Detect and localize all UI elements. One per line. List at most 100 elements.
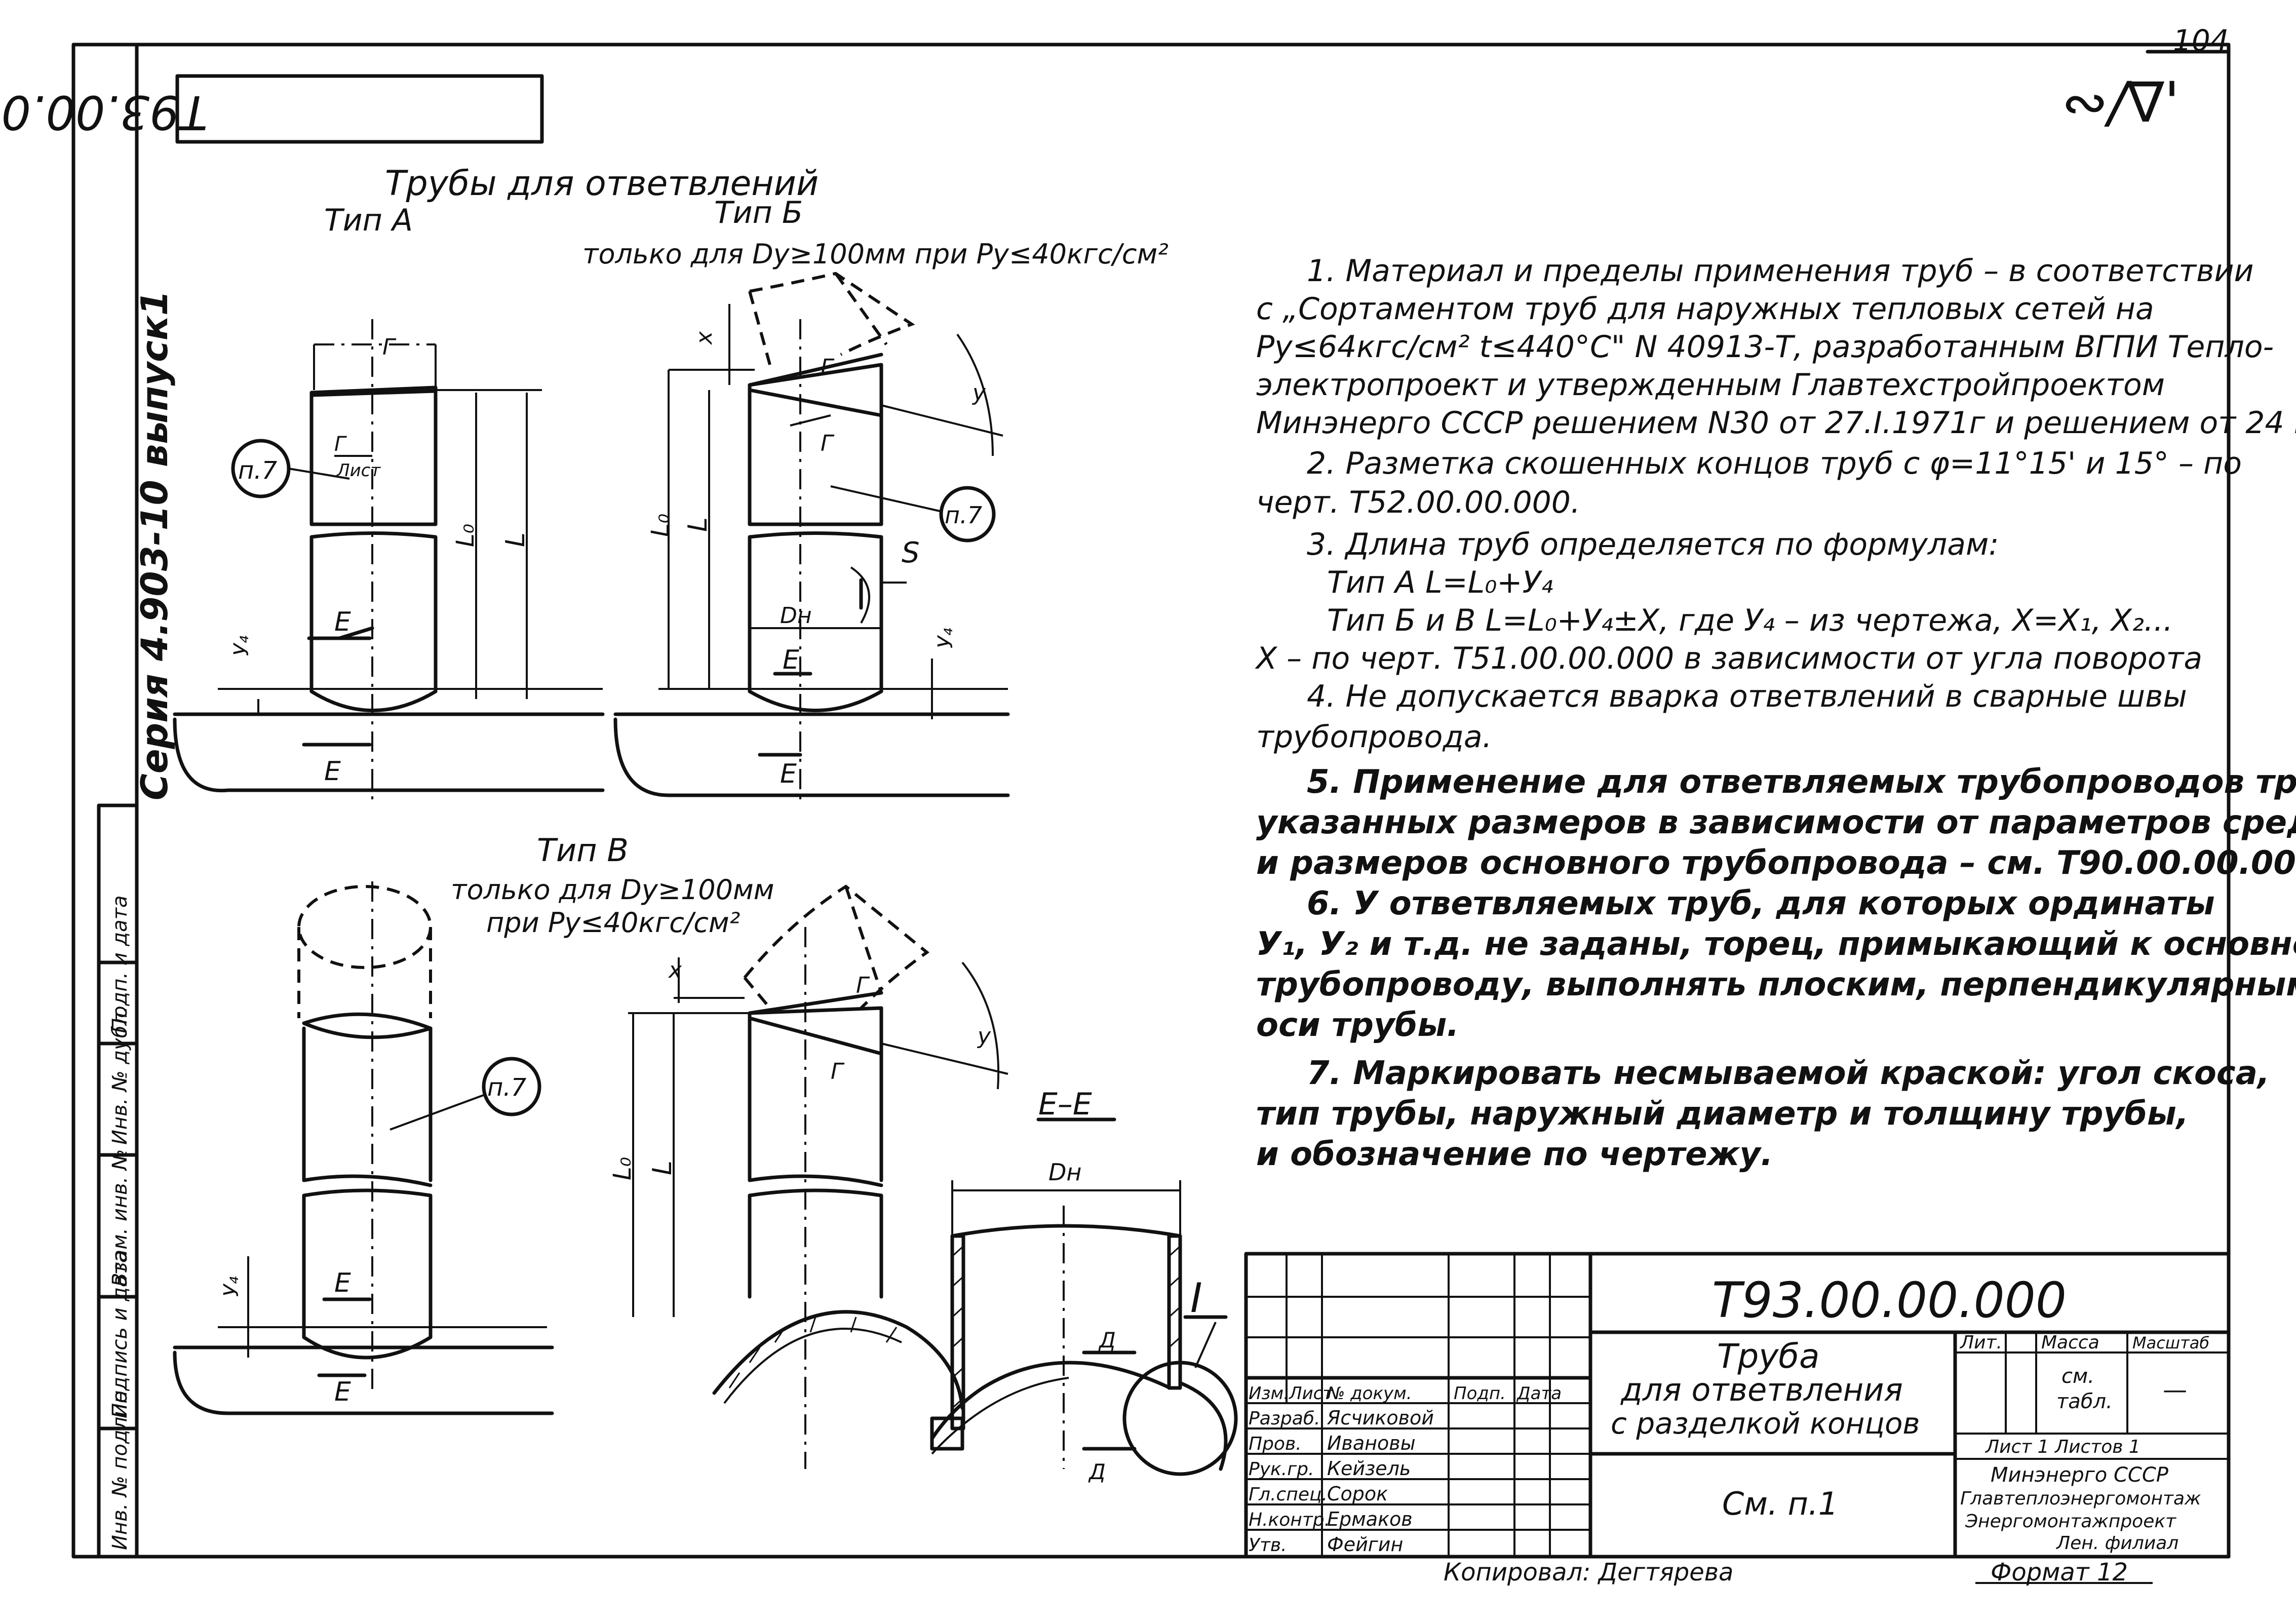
note-14: указанных размеров в зависимости от пара… [1256, 804, 2296, 841]
strip-label-3: Инв. № дубл. [108, 1006, 132, 1145]
svg-text:E: E [783, 645, 799, 675]
tb-mass-value-2: табл. [2056, 1390, 2113, 1413]
type-v-view: Тип В только для Dу≥100мм при Pу≤40кгс/с… [173, 832, 774, 1415]
note-0: 1. Материал и пределы применения труб – … [1307, 253, 2254, 289]
code-rotated: Т93.00.00.000 [0, 85, 208, 139]
svg-text:E: E [334, 1377, 351, 1407]
tb-org-4: Лен. филиал [2055, 1533, 2178, 1554]
tb-name-2: Кейзель [1327, 1457, 1411, 1480]
svg-text:Д: Д [1098, 1328, 1116, 1352]
svg-text:Г: Г [831, 1059, 845, 1085]
part-ref-v: п.7 [487, 1073, 527, 1102]
tb-scale-value: — [2163, 1376, 2187, 1404]
note-21: тип трубы, наружный диаметр и толщину тр… [1256, 1095, 2189, 1133]
tb-header-4: Дата [1516, 1383, 1562, 1404]
note-22: и обозначение по чертежу. [1256, 1136, 1773, 1173]
svg-text:L₀: L₀ [608, 1157, 637, 1180]
code-box [175, 74, 544, 144]
notes: 1. Материал и пределы применения труб – … [1255, 253, 2296, 1173]
tb-header-3: Подп. [1454, 1383, 1506, 1404]
tb-role-0: Разраб. [1249, 1408, 1320, 1429]
tb-name-3: Сорок [1327, 1483, 1388, 1505]
note-5: 2. Разметка скошенных концов труб с φ=11… [1307, 446, 2242, 481]
type-b-label: Тип Б [714, 195, 803, 230]
tb-role-4: Н.контр. [1249, 1510, 1330, 1530]
note-8: Тип А L=L₀+У₄ [1327, 565, 1553, 600]
tb-header-2: № докум. [1326, 1383, 1412, 1404]
type-b-view: Тип Б только для Dу≥100мм при Pу≤40кгс/с… [582, 195, 1169, 800]
svg-text:L: L [647, 1161, 678, 1175]
svg-text:y: y [977, 1023, 991, 1049]
note-6: черт. Т52.00.00.000. [1256, 485, 1580, 520]
svg-text:У₄: У₄ [230, 636, 253, 656]
note-13: 5. Применение для ответвляемых трубопров… [1307, 763, 2296, 801]
type-v-label: Тип В [537, 832, 629, 869]
section-ee: E–E Dн Д Д I [930, 1087, 1238, 1484]
note-3: электропроект и утвержденным Главтехстро… [1256, 367, 2165, 403]
svg-text:L₀: L₀ [451, 524, 480, 547]
title-block: Изм. Лист № докум. Подп. Дата Разраб. Пр… [1244, 1252, 2231, 1559]
tb-name-0: Ясчиковой [1327, 1407, 1434, 1429]
svg-text:x: x [668, 957, 682, 983]
tb-name-4: Ермаков [1327, 1508, 1413, 1530]
note-20: 7. Маркировать несмываемой краской: угол… [1307, 1055, 2270, 1092]
type-v-note-2: при Pу≤40кгс/см² [486, 907, 740, 939]
tb-name-line2: для ответвления [1620, 1371, 1903, 1408]
note-4: Минэнерго СССР решением N30 от 27.I.1971… [1256, 405, 2296, 441]
roughness-mark: ∾/∇' [2061, 70, 2180, 135]
tb-role-3: Гл.спец. [1249, 1484, 1328, 1505]
part-ref-b: п.7 [945, 501, 982, 529]
tb-header-1: Лист [1288, 1383, 1333, 1404]
svg-text:Г: Г [821, 355, 835, 380]
part-ref-a: п.7 [238, 456, 278, 485]
tb-scale-label: Масштаб [2132, 1333, 2209, 1352]
svg-text:У₄: У₄ [220, 1277, 243, 1297]
svg-text:Г: Г [856, 973, 870, 998]
tb-org-3: Энергомонтажпроект [1965, 1511, 2176, 1532]
svg-text:E: E [324, 756, 341, 787]
svg-text:Г: Г [334, 433, 347, 456]
svg-text:У₄: У₄ [934, 628, 957, 648]
svg-text:L: L [500, 532, 531, 547]
tb-sheet-info: Лист 1 Листов 1 [1984, 1437, 2141, 1457]
type-a-label: Тип А [324, 203, 413, 238]
svg-text:E: E [334, 1268, 351, 1298]
svg-text:Г: Г [382, 334, 397, 360]
tb-role-5: Утв. [1249, 1535, 1287, 1556]
svg-text:L₀: L₀ [646, 514, 675, 537]
note-12: трубопровода. [1256, 719, 1492, 755]
strip-label-0: Инв. № подлин. [108, 1384, 132, 1550]
note-9: Тип Б и В L=L₀+У₄±X, где У₄ – из чертежа… [1327, 603, 2173, 638]
tb-lit-label: Лит. [1959, 1332, 2002, 1353]
part-ref-circle-b [939, 486, 996, 543]
svg-text:Dн: Dн [780, 603, 812, 629]
tb-material: См. п.1 [1722, 1485, 1838, 1522]
note-18: трубопроводу, выполнять плоским, перпенд… [1256, 966, 2296, 1003]
left-strip: Инв. № подлин. Подпись и дата Взам. инв.… [97, 803, 139, 1559]
tb-name-1: Ивановы [1327, 1432, 1416, 1454]
part-ref-circle-v [482, 1057, 541, 1116]
svg-text:E: E [780, 759, 797, 789]
tb-role-2: Рук.гр. [1249, 1459, 1314, 1480]
svg-text:L: L [683, 517, 713, 532]
tb-role-1: Пров. [1249, 1434, 1302, 1454]
svg-text:E: E [334, 607, 351, 637]
note-17: У₁, У₂ и т.д. не заданы, торец, примыкаю… [1256, 925, 2296, 963]
svg-text:Г: Г [821, 431, 835, 456]
svg-text:Д: Д [1088, 1459, 1106, 1484]
tb-mass-label: Масса [2041, 1332, 2099, 1353]
svg-text:I: I [1190, 1274, 1202, 1322]
tb-org-1: Минэнерго СССР [1991, 1463, 2169, 1487]
tb-header-0: Изм. [1249, 1383, 1289, 1404]
strip-label-2: Взам. инв. № [108, 1149, 132, 1287]
tb-name-line3: с разделкой концов [1611, 1406, 1920, 1441]
svg-text:y: y [971, 380, 986, 406]
type-v-note-1: только для Dу≥100мм [451, 874, 774, 906]
series-label: Серия 4.903-10 выпуск1 [133, 290, 176, 800]
strip-label-1: Подпись и дата [108, 1251, 132, 1418]
svg-text:x: x [691, 331, 717, 345]
tb-name-line1: Труба [1717, 1337, 1819, 1376]
copied-by: Копировал: Дегтярева [1444, 1558, 1733, 1587]
tb-name-5: Фейгин [1327, 1533, 1403, 1556]
